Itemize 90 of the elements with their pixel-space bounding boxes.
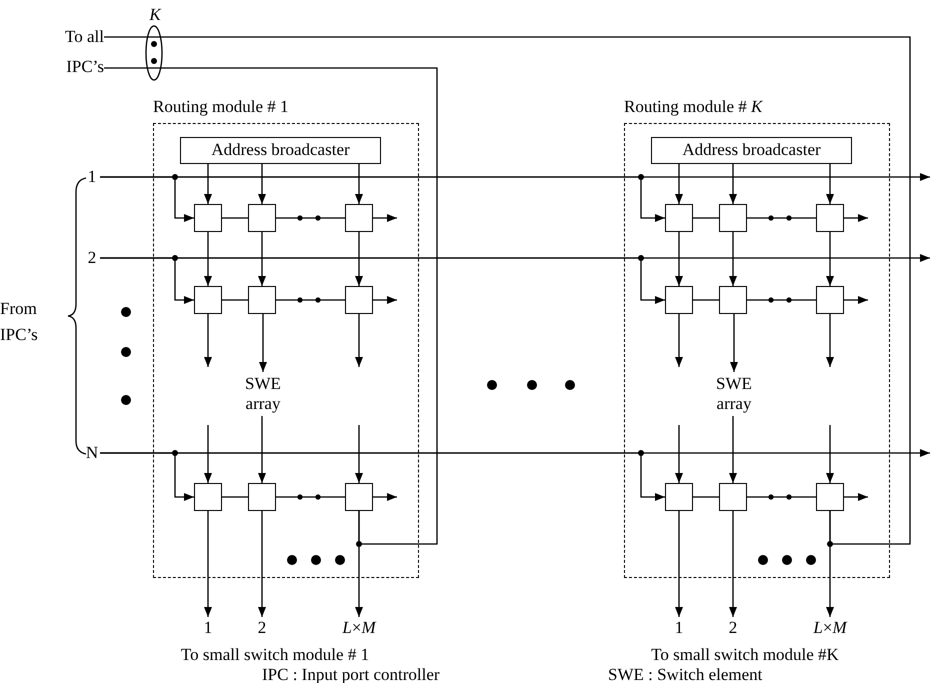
arrow xyxy=(844,493,868,501)
arrow xyxy=(826,232,834,286)
switch-element-box xyxy=(194,286,222,314)
switch-element-box xyxy=(816,286,844,314)
connector-line xyxy=(747,496,816,498)
arrow xyxy=(204,511,212,617)
arrow xyxy=(844,296,868,304)
array-label: SWE array xyxy=(236,372,290,416)
arrow xyxy=(844,214,868,222)
arrow xyxy=(100,254,930,262)
arrow xyxy=(675,164,683,204)
connector-line xyxy=(276,496,345,498)
input-port-number: 2 xyxy=(84,247,100,269)
input-port-number: N xyxy=(84,442,100,464)
switch-element-box xyxy=(665,483,693,511)
arrow xyxy=(204,164,212,204)
arrow xyxy=(259,314,267,372)
output-port-number: 1 xyxy=(200,617,216,639)
connector-line xyxy=(747,217,816,219)
arrow xyxy=(258,164,266,204)
arrow xyxy=(730,314,738,372)
destination-caption: To small switch module #K xyxy=(650,644,840,666)
arrow xyxy=(258,416,266,483)
connector-line xyxy=(104,36,911,545)
arrow xyxy=(204,314,212,367)
output-port-number: 2 xyxy=(254,617,270,639)
arrow xyxy=(675,314,683,367)
arrow xyxy=(258,232,266,286)
arrow xyxy=(729,232,737,286)
arrow xyxy=(355,232,363,286)
input-port-number: 1 xyxy=(84,166,100,188)
connector-line xyxy=(222,496,248,498)
module-title: Routing module # K xyxy=(624,96,762,118)
switch-element-box xyxy=(816,483,844,511)
arrow xyxy=(729,511,737,617)
connector-line xyxy=(693,299,719,301)
switch-element-box xyxy=(345,286,373,314)
switch-element-box xyxy=(194,483,222,511)
switch-element-box xyxy=(719,483,747,511)
output-port-number: L×M xyxy=(802,617,858,639)
arrow xyxy=(826,164,834,204)
arrow xyxy=(373,214,397,222)
connector-line xyxy=(693,217,719,219)
destination-caption: To small switch module # 1 xyxy=(180,644,370,666)
arrow xyxy=(355,314,363,367)
connector-line xyxy=(747,299,816,301)
arrow xyxy=(100,449,930,457)
arrow xyxy=(100,173,930,181)
connector-line xyxy=(222,299,248,301)
arrow xyxy=(373,493,397,501)
switch-element-box xyxy=(248,204,276,232)
arrow xyxy=(204,232,212,286)
arrow xyxy=(729,164,737,204)
output-port-number: L×M xyxy=(331,617,387,639)
connector-line xyxy=(276,299,345,301)
switch-element-box xyxy=(719,286,747,314)
address-broadcaster-box: Address broadcaster xyxy=(180,137,381,164)
arrow xyxy=(675,425,683,483)
output-port-number: 2 xyxy=(725,617,741,639)
switch-element-box xyxy=(248,286,276,314)
switch-element-box xyxy=(194,204,222,232)
connector-line xyxy=(222,217,248,219)
switch-element-box xyxy=(345,204,373,232)
address-broadcaster-box: Address broadcaster xyxy=(651,137,852,164)
ipc-label: To all IPC’s xyxy=(28,22,104,82)
switch-element-box xyxy=(665,286,693,314)
arrow xyxy=(826,314,834,367)
switch-element-box xyxy=(816,204,844,232)
arrow xyxy=(204,425,212,483)
bundle-count-label: K xyxy=(148,4,162,26)
output-port-number: 1 xyxy=(671,617,687,639)
arrow xyxy=(675,511,683,617)
switch-element-box xyxy=(248,483,276,511)
connector-line xyxy=(693,496,719,498)
abbreviation-note: SWE : Switch element xyxy=(608,664,764,683)
arrow xyxy=(258,511,266,617)
arrow xyxy=(355,425,363,483)
ipc-group-label: From IPC’s xyxy=(0,298,39,346)
connector-line xyxy=(104,67,438,545)
array-label: SWE array xyxy=(707,372,761,416)
connector-line xyxy=(276,217,345,219)
arrow xyxy=(373,296,397,304)
switch-element-box xyxy=(719,204,747,232)
arrow xyxy=(355,164,363,204)
arrow xyxy=(675,232,683,286)
switch-element-box xyxy=(665,204,693,232)
arrow xyxy=(729,416,737,483)
switch-element-box xyxy=(345,483,373,511)
module-title: Routing module # 1 xyxy=(153,96,289,118)
arrow xyxy=(826,425,834,483)
